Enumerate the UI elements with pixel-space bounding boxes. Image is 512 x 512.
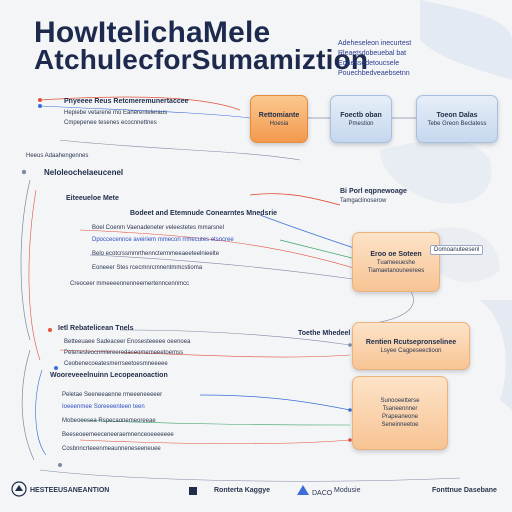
footer-center: Ronterta Kaggye <box>214 487 271 494</box>
top-note: Pouechbedveaebsetnn <box>338 70 410 77</box>
header-line: Hepiebe vetarene mo Eanerenteleraus <box>64 110 168 116</box>
brand-logo-icon <box>11 481 27 497</box>
section-a-columns: Bodeet and Etemnude Conearntes Mnedsrie <box>130 210 278 217</box>
panel-line: Tsaneennner <box>382 406 418 412</box>
card-final-output: Sunooeetterse Tsaneennner Prapeaneone Se… <box>352 376 448 450</box>
page-title-line-1: HowItelichaMele <box>34 16 271 49</box>
section-b-label: Ietl Rebatelicean Tnels <box>58 325 134 332</box>
footer-logo-1: DACO <box>312 490 333 497</box>
header-line: Pnyeeee Reus Retcmeremunertaccee <box>64 98 189 105</box>
card-title: Toeon Dalas <box>436 111 478 119</box>
list-item: Ioeeenmee Soreeeenteen teen <box>62 404 145 410</box>
list-item: Eoneeer Stes rcecmnrcmnentmmcstioma <box>92 265 203 271</box>
section-b-model: Toethe Mhedeel Moaten <box>298 330 377 337</box>
callout-title: Bi Porl eqpnewoage <box>340 188 407 195</box>
card-summary-layer: Rentien Rcutsepronselinee Lsyee Cagpesee… <box>352 322 470 370</box>
list-item: Dpoccecennce aveiriem mmecon rrmecutes e… <box>92 237 234 243</box>
panel-line: Seneinneetoe <box>381 422 419 428</box>
section-c-label: Wooreveeelnuinn Lecopeanoaction <box>50 372 168 379</box>
list-item: Belo ecotcrssmmrthennctermmeeaeeteelniee… <box>92 251 220 257</box>
list-item: Creoceer mmeeeennenneemertenncennmcc <box>70 281 190 287</box>
list-item: Petenesleocnmlereeredaceomemeeetoemss <box>64 350 184 356</box>
card-retrieval: Rettomiante Hoesia <box>250 95 308 143</box>
card-subtitle: Tuameeueshe Tiamaetanouneerees <box>367 259 425 274</box>
card-output: Toeon Dalas Tebe Greon Beclatess <box>416 95 498 143</box>
card-subtitle: Lsyee Cagpeseectioon <box>380 347 442 354</box>
card-title: Rettomiante <box>258 111 300 119</box>
section-a-subheading: Eiteeueloe Mete <box>66 195 119 202</box>
card-subtitle: Hoesia <box>269 120 289 127</box>
card-title: Eroo oe Soteen <box>370 250 422 258</box>
top-note: Rleaetsdobeuebal bat <box>338 50 407 57</box>
footer-logo-2: Modusie <box>334 487 361 494</box>
list-item: Ceobenecoeatesmerrseetoesmneeeee <box>64 361 168 367</box>
callout-subtitle: Tamgaclinoserow <box>340 198 387 204</box>
list-item: Boel Coenm Vaenadeneter veleestetes mmar… <box>92 225 224 231</box>
list-item: Cosbnncrteeenmeaunneneseeneuee <box>62 446 161 452</box>
triangle-logo-icon <box>297 485 309 495</box>
page-title-line-2: AtchulecforSumamiztion <box>34 44 369 75</box>
list-item: Beeseoeemeeceneeraemnenceoeeeeeee <box>62 432 174 438</box>
section-a-heading: NeloleocheIaeucenel <box>44 168 124 177</box>
panel-line: Sunooeetterse <box>380 398 420 404</box>
card-pipeline-step: Eroo oe Soteen Tuameeueshe Tiamaetanoune… <box>352 232 440 292</box>
header-line: Cmpepenee tesenes ecocnnettnes <box>64 120 157 126</box>
top-note: Eoaessedetoucsele <box>338 60 400 67</box>
footer-brand: HESTEEUSANEANTION <box>30 487 110 494</box>
list-item: Peletae Seeneeaenne rmeeeneeeeer <box>62 392 163 398</box>
list-item: Mobeoeesea Rspecaonemeoreeae <box>62 418 156 424</box>
card-title: Foectb oban <box>340 111 382 119</box>
section-a-label: Heeus Adaahengennes <box>26 153 89 159</box>
card-subtitle: Tebe Greon Beclatess <box>427 120 487 127</box>
panel-line: Prapeaneone <box>381 414 419 420</box>
top-note: Adeheseleon inecurtest <box>338 40 412 47</box>
card-subtitle: Pmestion <box>348 120 374 127</box>
card-processing: Foectb oban Pmestion <box>330 95 392 143</box>
footer-far-right: Fonttnue Dasebane <box>432 487 497 494</box>
card-tag: Domoanuteesenl <box>430 245 484 255</box>
list-item: Betteeuaee Sadeaceer Enosesteeeee oeenoe… <box>64 339 191 345</box>
square-logo-icon <box>189 487 197 495</box>
card-title: Rentien Rcutsepronselinee <box>365 338 457 346</box>
